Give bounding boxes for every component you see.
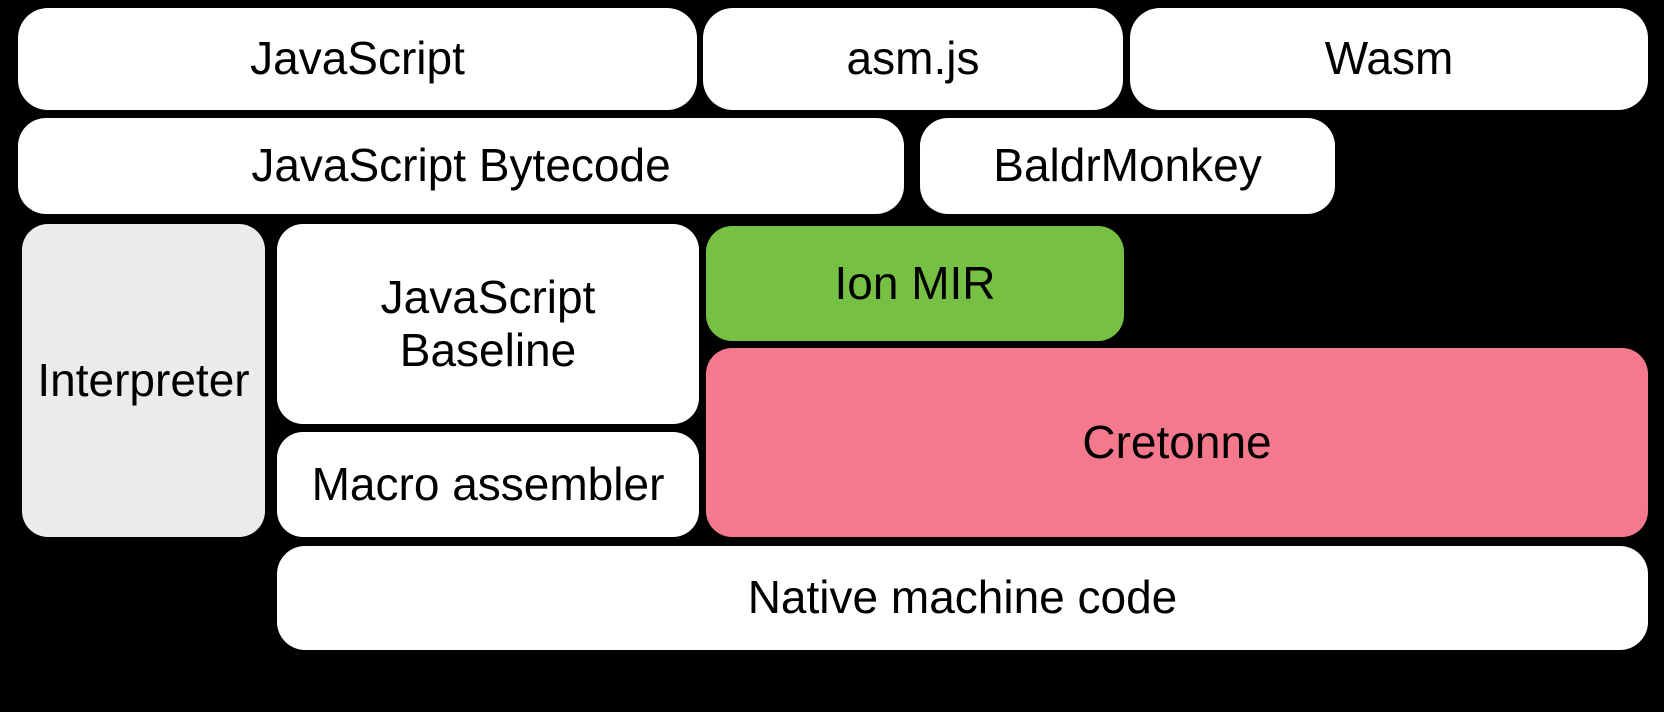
node-asm-js: asm.js [703,8,1123,110]
node-baldrmonkey: BaldrMonkey [920,118,1335,214]
node-wasm: Wasm [1130,8,1648,110]
node-interpreter: Interpreter [22,224,265,537]
node-ion-mir: Ion MIR [706,226,1124,341]
node-javascript-baseline: JavaScript Baseline [277,224,699,424]
node-javascript-bytecode: JavaScript Bytecode [18,118,904,214]
node-cretonne: Cretonne [706,348,1648,537]
node-javascript: JavaScript [18,8,697,110]
node-native-machine-code: Native machine code [277,546,1648,650]
node-macro-assembler: Macro assembler [277,432,699,537]
